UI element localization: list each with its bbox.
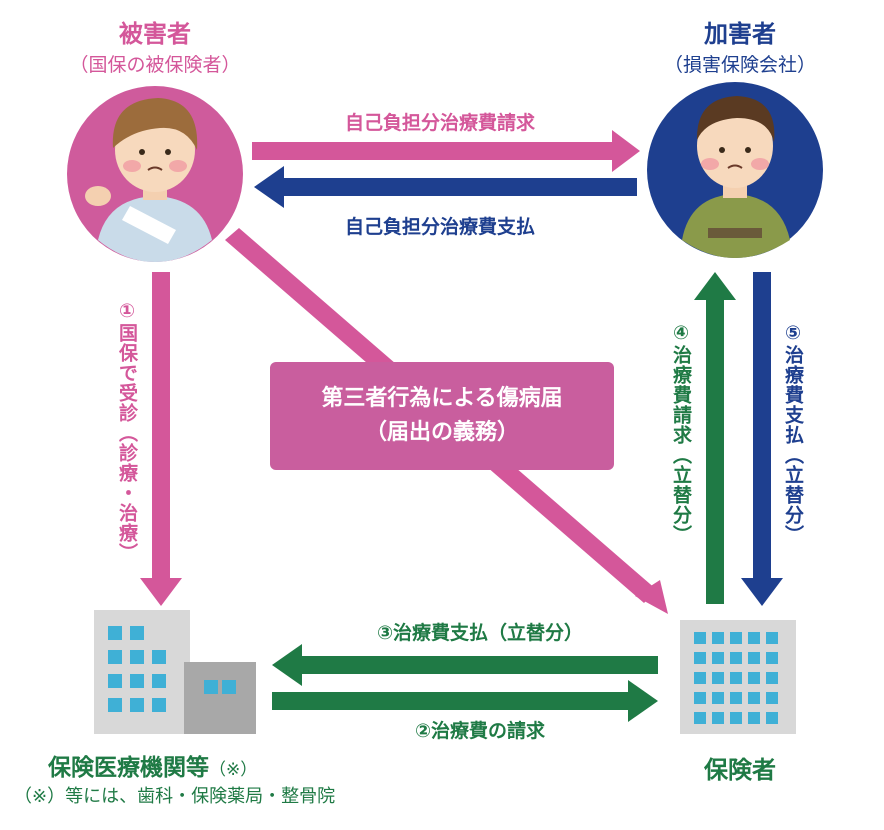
medical-building-icon bbox=[94, 610, 256, 734]
perpetrator-title: 加害者 bbox=[704, 20, 776, 48]
label-claim-self-pay: 自己負担分治療費請求 bbox=[344, 112, 535, 134]
injury-report-line1: 第三者行為による傷病届 bbox=[321, 386, 563, 411]
label-step2: ②治療費の請求 bbox=[414, 720, 546, 742]
victim-title: 被害者 bbox=[119, 20, 191, 48]
victim-subtitle: （国保の被保険者） bbox=[69, 54, 241, 76]
label-step5: ⑤治療費支払（立替分） bbox=[782, 322, 804, 545]
medical-title-row: 保険医療機関等（※） bbox=[48, 748, 368, 782]
label-step4: ④治療費請求（立替分） bbox=[670, 322, 692, 545]
perpetrator-avatar bbox=[647, 82, 823, 258]
arrow-claim-self-pay bbox=[252, 130, 640, 172]
insurer-building-icon bbox=[680, 620, 796, 734]
arrow-step5 bbox=[741, 272, 783, 606]
arrow-step1 bbox=[140, 272, 182, 606]
label-pay-self-pay: 自己負担分治療費支払 bbox=[344, 216, 535, 238]
injury-report-line2: （届出の義務） bbox=[364, 420, 519, 445]
arrow-step4 bbox=[694, 272, 736, 604]
arrow-step2 bbox=[272, 680, 658, 722]
label-step1: ①国保で受診（診療・治療） bbox=[116, 300, 138, 563]
perpetrator-subtitle: （損害保険会社） bbox=[663, 54, 816, 76]
medical-note: （※）等には、歯科・保険薬局・整骨院 bbox=[14, 786, 336, 807]
insurer-title: 保険者 bbox=[704, 756, 776, 784]
injury-report-box: 第三者行為による傷病届 （届出の義務） bbox=[270, 362, 614, 470]
medical-title: 保険医療機関等 bbox=[48, 755, 209, 781]
medical-title-mark: （※） bbox=[209, 760, 258, 780]
arrow-step3 bbox=[272, 644, 658, 686]
label-step3: ③治療費支払（立替分） bbox=[376, 622, 584, 644]
victim-avatar bbox=[67, 86, 243, 262]
arrow-pay-self-pay bbox=[254, 166, 637, 208]
